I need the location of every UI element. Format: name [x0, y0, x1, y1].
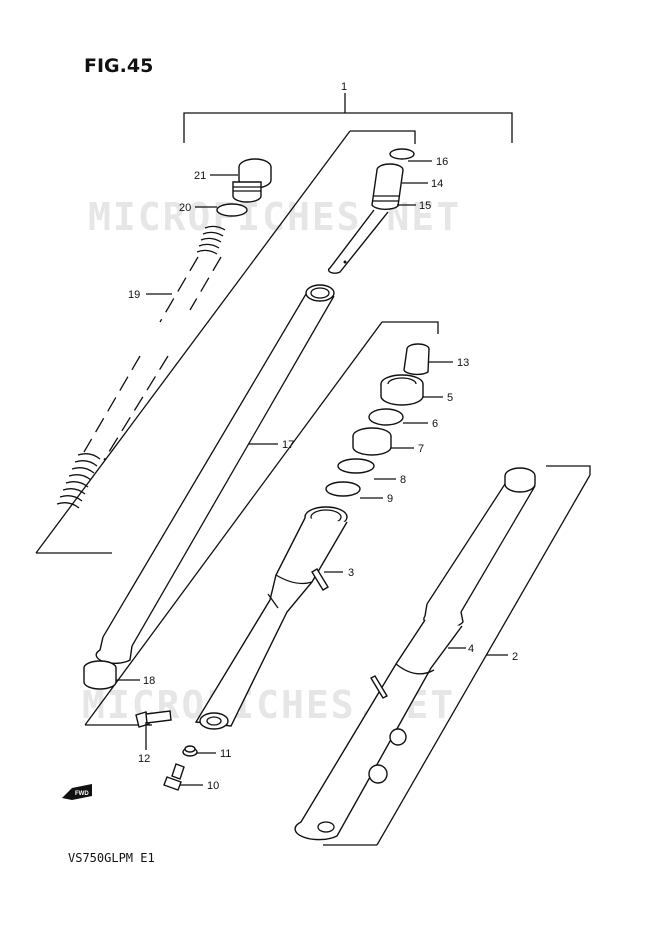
callout-4: 4: [468, 643, 474, 655]
retainer-ring-part: [368, 408, 404, 426]
fwd-arrow-icon: FWD: [62, 784, 92, 800]
group-outline-spring: [35, 130, 416, 554]
callout-9: 9: [387, 493, 393, 505]
ring-part-small: [325, 481, 361, 497]
oil-seal-part: [380, 374, 424, 406]
model-code: VS750GLPM E1: [68, 851, 155, 865]
drain-screw-part: [163, 763, 185, 791]
ring-part: [337, 458, 375, 474]
cap-bolt-part: [232, 158, 272, 203]
fork-slider-part: [294, 467, 536, 841]
o-ring-part: [216, 203, 248, 217]
outer-tube-part: [194, 506, 348, 730]
callout-17: 17: [282, 439, 294, 451]
callout-3: 3: [348, 567, 354, 579]
callout-2: 2: [512, 651, 518, 663]
assembly-bracket: [183, 93, 513, 143]
callout-12: 12: [138, 753, 150, 765]
callout-11: 11: [220, 748, 231, 760]
slide-bushing-part: [403, 343, 430, 376]
callout-21: 21: [194, 170, 206, 182]
callout-7: 7: [418, 443, 424, 455]
callout-19: 19: [128, 289, 140, 301]
callout-8: 8: [400, 474, 406, 486]
callout-16: 16: [436, 156, 448, 168]
callout-15: 15: [419, 200, 431, 212]
callout-18: 18: [143, 675, 155, 687]
callout-10: 10: [207, 780, 219, 792]
callout-14: 14: [431, 178, 443, 190]
damper-rod-part: [327, 148, 415, 274]
callout-1: 1: [341, 81, 347, 93]
bushing-part: [83, 660, 117, 690]
spacer-part: [352, 427, 392, 456]
callout-20: 20: [179, 202, 191, 214]
callout-5: 5: [447, 392, 453, 404]
leader-lines: [116, 160, 508, 786]
callout-6: 6: [432, 418, 438, 430]
fwd-label: FWD: [75, 791, 89, 797]
inner-tube-part: [95, 284, 335, 665]
group-outline-right: [323, 465, 591, 846]
callout-13: 13: [457, 357, 469, 369]
callout-labels: 1 2 3 4 5 6 7 8 9 10 11 12 13 14 15 16 1…: [128, 81, 518, 792]
washer-part: [182, 745, 198, 757]
figure-title: FIG.45: [84, 55, 153, 77]
fork-spring-part: [56, 225, 226, 509]
